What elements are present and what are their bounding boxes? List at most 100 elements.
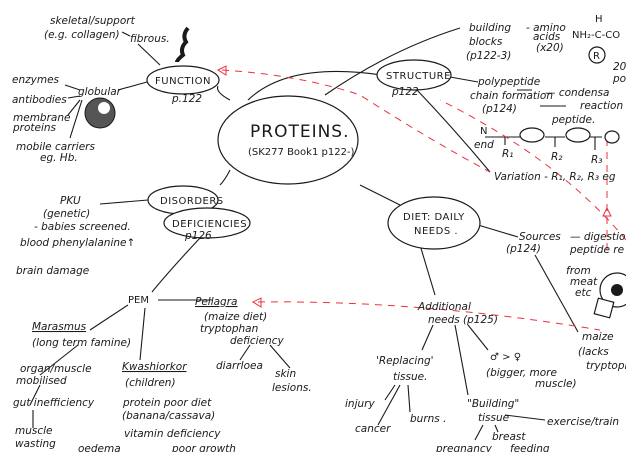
structure-node: STRUCTURE p122 building blocks (p122-3) … (376, 14, 626, 183)
function-node: FUNCTION p.122 fibrous. skeletal/support… (12, 15, 220, 164)
deficiencies-page: p126 (184, 230, 212, 242)
formula-h: H (595, 14, 603, 25)
pku-brain-damage: brain damage (16, 265, 89, 277)
sources-label: Sources (519, 231, 561, 243)
kwashiorkor-diet: protein poor diet (122, 397, 212, 409)
pku-phenylalanine: blood phenylalanine↑ (20, 237, 135, 249)
central-title: PROTEINS. (250, 122, 350, 142)
disorders-label: DISORDERS (160, 196, 224, 207)
bigger-label: (bigger, more (486, 367, 557, 379)
marasmus-wasting: wasting (15, 438, 56, 450)
central-node-proteins: PROTEINS. (SK277 Book1 p122-) (217, 95, 359, 185)
end-label: end (474, 139, 494, 151)
kwashiorkor-children: (children) (125, 377, 176, 389)
arrowhead-icon (251, 297, 262, 308)
function-page: p.122 (171, 93, 202, 105)
peptide-label: peptide. (551, 114, 595, 126)
r-group-circle (588, 46, 606, 64)
breast-label: breast (492, 431, 526, 443)
kwashiorkor-label: Kwashiorkor (122, 361, 187, 373)
polypeptide-label: polypeptide (477, 76, 540, 88)
pku-screened: - babies screened. (34, 221, 131, 233)
kwashiorkor-vitamin: vitamin deficiency (124, 428, 221, 440)
arrowhead-icon (602, 206, 612, 217)
kwashiorkor-oedema: oedema (78, 443, 121, 452)
item-enzymes: enzymes (12, 74, 60, 86)
formula-note-2: po (612, 73, 626, 85)
additional-label: Additional (417, 301, 471, 313)
marasmus-muscle: muscle (15, 425, 53, 437)
exercise-label: exercise/train (547, 416, 619, 428)
diet-node: DIET: DAILY NEEDS . Sources (p124) — dig… (345, 196, 626, 452)
additional-page: needs (p125) (428, 314, 498, 326)
connectors (29, 27, 602, 441)
collagen-label: (e.g. collagen) (44, 29, 120, 41)
peptide-bond-shape (604, 130, 620, 144)
peptide-bond-shape (565, 127, 591, 143)
peptide-release-label: peptide re (569, 244, 624, 256)
marasmus-famine: (long term famine) (32, 337, 131, 349)
item-antibodies: antibodies (12, 94, 67, 106)
arrowhead-icon (216, 65, 227, 76)
cancer-label: cancer (355, 423, 391, 435)
lacks-label: (lacks (578, 346, 609, 358)
diet-label: DIET: DAILY (403, 212, 465, 223)
structure-label: STRUCTURE (386, 71, 451, 82)
building-tissue-label: "Building" (467, 398, 519, 410)
pku-label: PKU (60, 195, 81, 207)
marasmus-mobilised: mobilised (16, 375, 67, 387)
replacing-tissue: tissue. (393, 371, 427, 383)
pellagra-deficiency: deficiency (230, 335, 284, 347)
from-label: from (566, 265, 591, 277)
item-membrane: membrane (13, 112, 70, 124)
r1-label: R₁ (502, 148, 514, 160)
maize-label: maize (582, 331, 614, 343)
burns-label: burns . (410, 413, 446, 425)
blocks-label: blocks (469, 36, 503, 48)
red-annotations (216, 65, 626, 331)
food-sketch-icon (593, 272, 626, 319)
globular-protein-icon (84, 97, 116, 129)
item-proteins: proteins (12, 122, 57, 134)
digestion-label: — digestion (570, 231, 626, 243)
peptide-bond-shape (519, 127, 545, 143)
muscle-label: muscle) (535, 378, 577, 390)
n-terminal: N (480, 126, 487, 137)
marasmus-organ: organ/muscle (20, 363, 92, 375)
feeding-label: feeding (510, 443, 550, 452)
kwashiorkor-poor-growth: poor growth (171, 443, 236, 452)
building-page: (p122-3) (466, 50, 511, 62)
fibrous-label: fibrous. (130, 33, 170, 45)
marasmus-label: Marasmus (32, 321, 87, 333)
r2-label: R₂ (551, 151, 563, 163)
skeletal-label: skeletal/support (50, 15, 136, 27)
pellagra-label: Pellagra (195, 296, 237, 308)
marasmus-gut: gut inefficiency (13, 397, 95, 409)
pregnancy-label: pregnancy (435, 443, 493, 452)
central-subtitle: (SK277 Book1 p122-) (248, 147, 355, 158)
reaction-label: reaction (580, 100, 623, 112)
deficiencies-label: DEFICIENCIES (172, 219, 247, 230)
pellagra-lesions: lesions. (272, 382, 312, 394)
building-label: building (469, 22, 511, 34)
sources-page: (p124) (506, 243, 541, 255)
structure-page: p122 (391, 86, 419, 98)
chain-formation-label: chain formation (470, 90, 553, 102)
acids-label: acids (533, 31, 561, 43)
variation-label: Variation - R₁, R₂, R₃ eg (494, 171, 616, 183)
globular-label: globular (78, 86, 122, 98)
tryptophan-label: tryptoph (586, 360, 626, 372)
diet-label-needs: NEEDS . (414, 226, 458, 237)
replacing-label: 'Replacing' (376, 355, 434, 367)
formula-note: 20 (613, 61, 626, 73)
etc-label: etc (575, 287, 592, 299)
injury-label: injury (345, 398, 375, 410)
fibrous-protein-icon (175, 26, 190, 63)
kwashiorkor-banana: (banana/cassava) (122, 410, 215, 422)
polypeptide-page: (p124) (482, 103, 517, 115)
building-tissue: tissue (478, 412, 509, 424)
pellagra-skin: skin (275, 368, 296, 380)
pku-genetic: (genetic) (43, 208, 90, 220)
formula-r: R (593, 51, 600, 62)
